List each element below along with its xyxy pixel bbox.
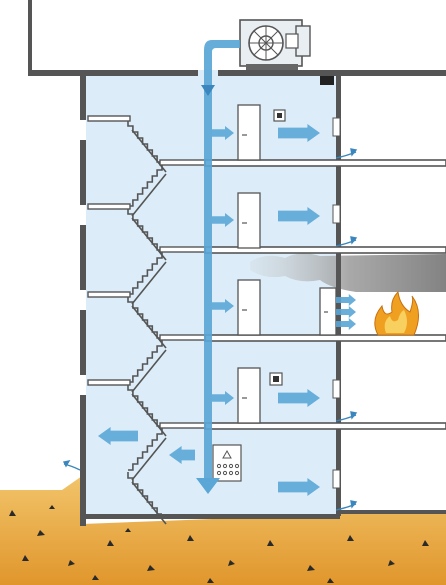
stair-landings bbox=[87, 115, 206, 429]
airflow-arrow bbox=[212, 391, 234, 405]
airflow-arrow bbox=[212, 299, 234, 313]
relief-damper-icon bbox=[332, 117, 341, 489]
airflow-arrow bbox=[336, 294, 356, 306]
airflow-arrow bbox=[98, 427, 138, 445]
supply-air-duct bbox=[196, 40, 240, 494]
stair-flight bbox=[128, 340, 163, 383]
stair-stringer bbox=[131, 217, 167, 261]
airflow-arrow bbox=[169, 446, 195, 464]
stair-flight bbox=[128, 164, 163, 207]
airflow-arrow bbox=[278, 389, 320, 407]
airflow-arrow bbox=[212, 213, 234, 227]
stair-stringer bbox=[131, 173, 167, 217]
stair-stringer bbox=[131, 481, 167, 525]
stair-flight bbox=[128, 428, 163, 471]
fire-icon bbox=[374, 290, 419, 336]
ground-texture bbox=[9, 505, 429, 583]
airflow-arrow bbox=[336, 318, 356, 330]
staircase bbox=[127, 120, 167, 525]
door-handles bbox=[242, 134, 328, 399]
outer-wall-windows bbox=[80, 120, 86, 395]
roof-vent bbox=[320, 76, 334, 85]
ground bbox=[0, 476, 446, 585]
smoke-cloud-icon bbox=[250, 253, 446, 292]
airflow-arrows bbox=[98, 124, 356, 496]
airflow-arrow bbox=[278, 124, 320, 142]
airflow-arrow bbox=[336, 306, 356, 318]
leakage-arrows bbox=[62, 148, 358, 511]
stair-stringer bbox=[131, 349, 167, 393]
airflow-arrow bbox=[212, 126, 234, 140]
stair-stringer bbox=[131, 261, 167, 305]
control-panel-icon bbox=[212, 444, 242, 482]
stair-stringer bbox=[131, 393, 167, 437]
stair-stringer bbox=[131, 305, 167, 349]
stair-stringer bbox=[131, 437, 167, 481]
airflow-arrow bbox=[278, 478, 320, 496]
stair-flight bbox=[128, 252, 163, 295]
pressurisation-fan-icon bbox=[239, 19, 311, 70]
pressure-sensor-icon bbox=[269, 109, 286, 386]
airflow-arrow bbox=[278, 207, 320, 225]
